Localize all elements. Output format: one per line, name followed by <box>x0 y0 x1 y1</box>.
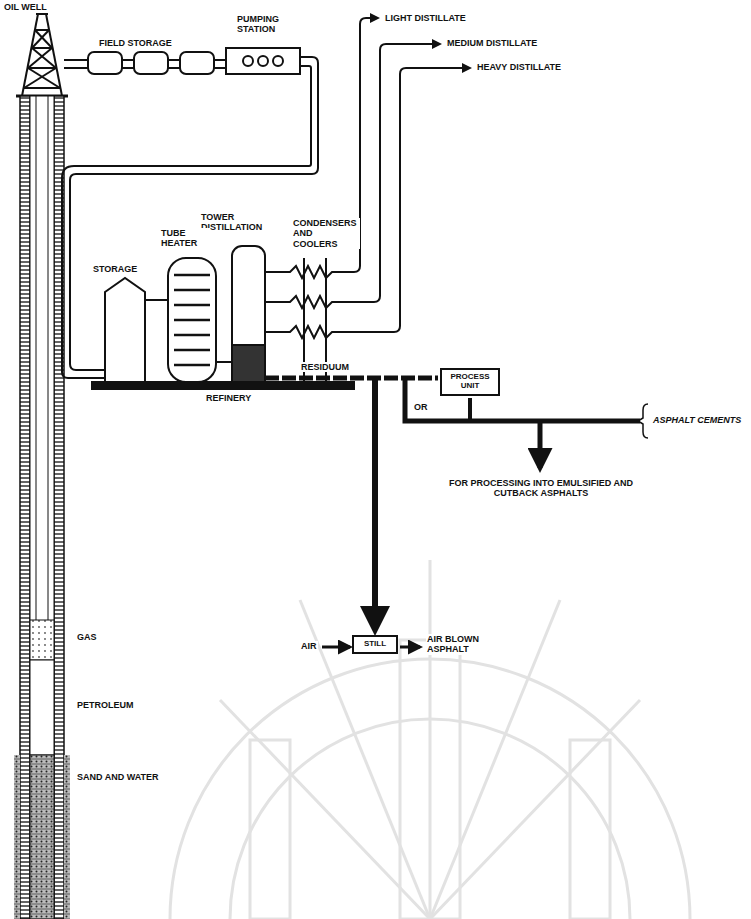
drawing-part <box>232 246 265 382</box>
process-box: PROCESS UNIT <box>440 368 500 396</box>
drawing-part <box>35 30 52 48</box>
drawing-part <box>32 47 52 49</box>
drawing-part <box>216 361 232 363</box>
drawing-part <box>28 67 56 69</box>
drawing-part <box>105 278 145 382</box>
drawing-part <box>30 96 54 919</box>
drawing-part <box>265 376 438 381</box>
drawing-part <box>265 68 470 338</box>
drawing-part <box>88 52 122 74</box>
drawing-part <box>400 646 420 649</box>
drawing-part <box>134 52 168 74</box>
drawing-part <box>32 48 56 68</box>
box-text: PROCESS UNIT <box>448 373 492 391</box>
drawing-part <box>36 13 48 15</box>
drawing-part <box>400 640 460 919</box>
label: OR <box>413 402 429 412</box>
label: LIGHT DISTILLATE <box>384 13 467 23</box>
drawing-part <box>30 755 54 919</box>
label: OIL WELL <box>3 2 48 12</box>
drawing-part <box>243 56 253 66</box>
label: STORAGE <box>92 264 138 274</box>
label: SAND AND WATER <box>76 772 160 782</box>
refinery-plant <box>92 246 354 389</box>
label: AIR <box>300 641 318 651</box>
label: GAS <box>76 632 98 642</box>
label: FOR PROCESSING INTO EMULSIFIED AND CUTBA… <box>432 478 650 499</box>
drawing-part <box>28 48 52 68</box>
label: PETROLEUM <box>76 700 135 710</box>
drawing-part <box>429 560 432 919</box>
drawing-part <box>273 56 283 66</box>
drawing-part <box>265 44 440 308</box>
drawing-part <box>180 52 214 74</box>
drawing-part <box>28 68 60 88</box>
drawing-part <box>258 56 268 66</box>
drawing-part <box>64 755 70 919</box>
label: REFINERY <box>205 393 252 403</box>
field-storage-tanks <box>64 52 225 74</box>
residuum-lines <box>265 378 648 630</box>
drawing-part <box>32 30 49 48</box>
drawing-part <box>30 620 54 660</box>
box-text: STILL <box>364 640 386 649</box>
drawing-part <box>322 646 350 649</box>
condensers-and-distillate-lines <box>265 18 470 388</box>
drawing-part <box>30 660 54 755</box>
drawing-part <box>538 421 543 468</box>
label: TOWER DISTILLATION <box>200 212 274 233</box>
drawing-part <box>36 96 48 626</box>
label: TUBE HEATER <box>160 228 210 249</box>
label: CONDENSERS AND COOLERS <box>292 218 360 249</box>
label: ASPHALT CEMENTS <box>652 415 742 425</box>
drawing-part <box>92 382 354 389</box>
process-box: STILL <box>352 635 398 654</box>
label: HEAVY DISTILLATE <box>476 62 562 72</box>
label: PUMPING STATION <box>236 14 298 35</box>
drawing-part <box>570 740 610 919</box>
drawing-part <box>226 48 300 74</box>
pumping-station <box>226 48 300 74</box>
label: RESIDUUM <box>300 362 350 372</box>
drawing-part <box>14 755 20 919</box>
drawing-part <box>145 299 168 301</box>
drawing-part <box>24 87 60 89</box>
drawing-part <box>35 29 49 31</box>
drawing-part <box>20 96 30 919</box>
label: AIR BLOWN ASPHALT <box>426 634 486 655</box>
drawing-part <box>372 378 378 630</box>
drawing-part <box>174 275 210 365</box>
drawing-part <box>250 740 290 919</box>
oil-derrick <box>16 14 68 96</box>
label: FIELD STORAGE <box>98 38 173 48</box>
watermark-emblem <box>170 560 690 919</box>
drawing-part <box>24 68 56 88</box>
label: MEDIUM DISTILLATE <box>446 38 538 48</box>
drawing-part <box>300 600 430 919</box>
drawing-part <box>232 345 265 382</box>
drawing-part <box>168 258 216 382</box>
drawing-part <box>265 18 378 278</box>
drawing-part <box>468 398 472 419</box>
drawing-part <box>638 404 648 438</box>
